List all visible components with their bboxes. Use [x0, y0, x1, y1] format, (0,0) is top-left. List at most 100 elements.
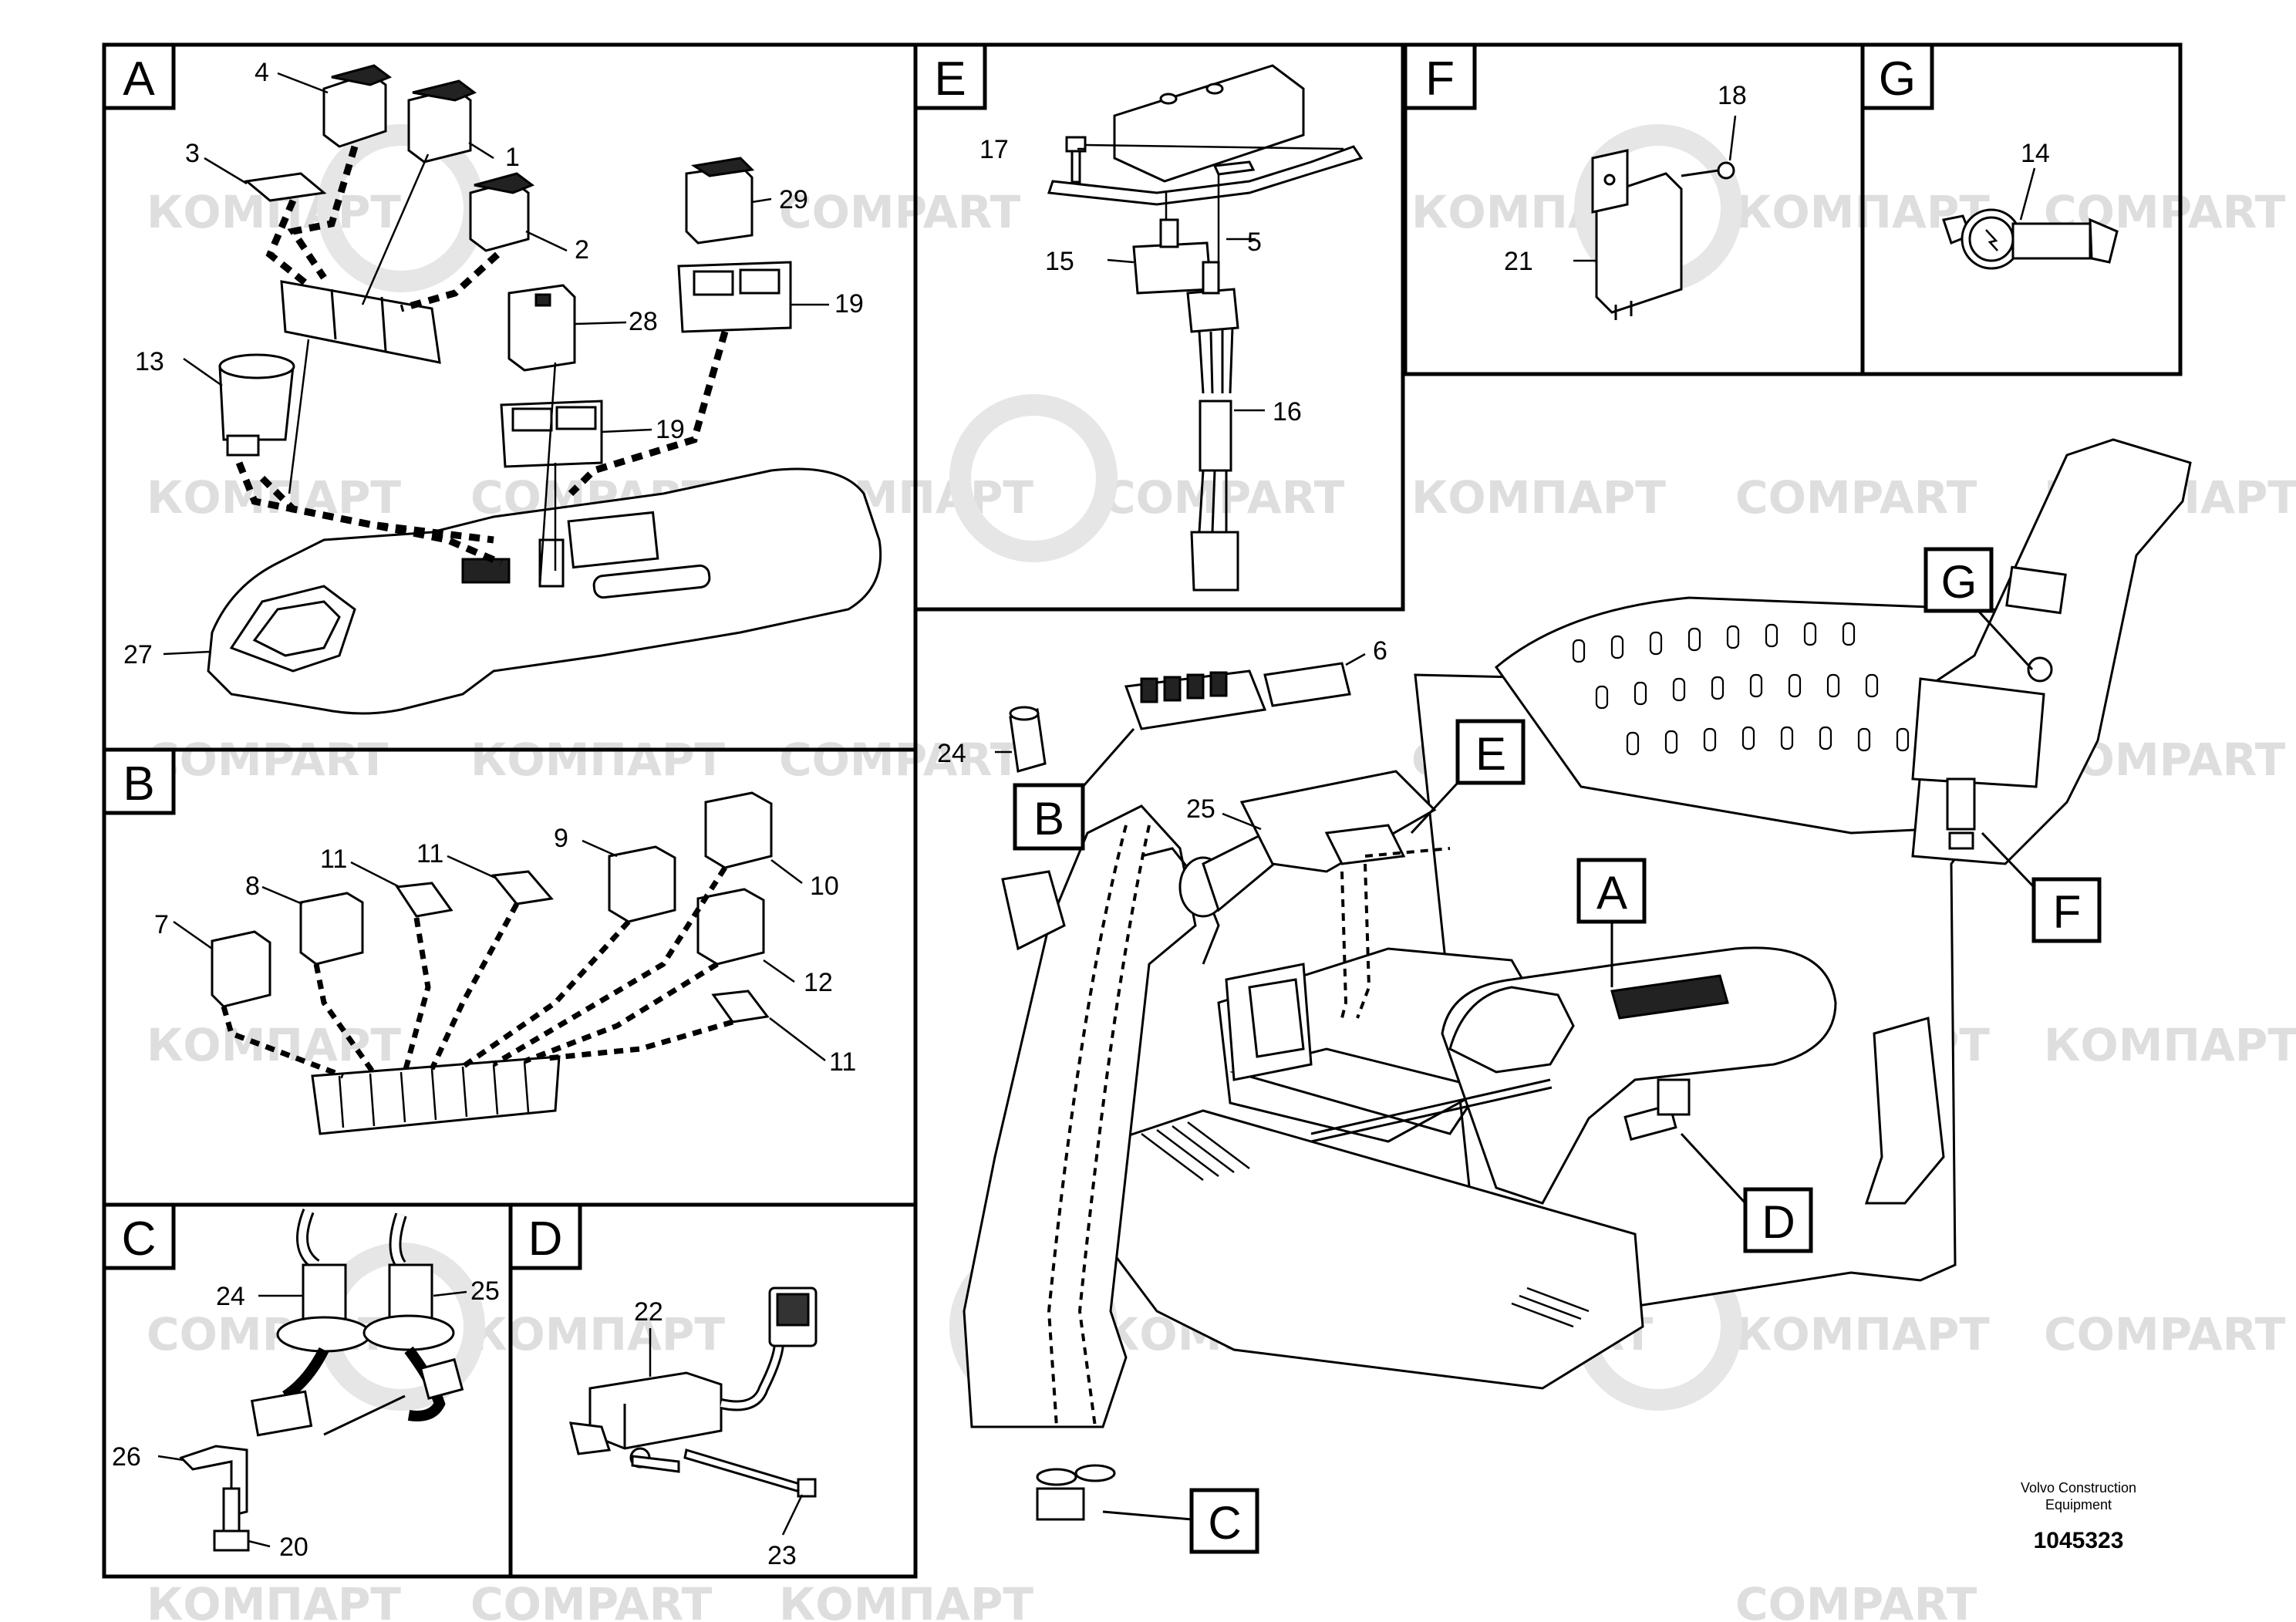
- watermark-text: COMPART: [147, 733, 389, 786]
- toggle-switch-16: [1186, 261, 1239, 592]
- part-label-11-mid: 11: [416, 839, 443, 868]
- panel-b-letter: B: [123, 757, 154, 811]
- watermark-text: КОМПАРТ: [147, 1019, 401, 1071]
- callout-f: F: [1981, 831, 2102, 943]
- panel-e-drawing: [1047, 64, 1364, 592]
- power-outlet-13: [218, 353, 295, 457]
- panel-e-tab: E: [913, 42, 987, 110]
- rocker-switch-9: [608, 845, 676, 923]
- part-label-15: 15: [1045, 247, 1074, 276]
- right-joystick-frame: [1864, 1017, 1945, 1205]
- part-label-28: 28: [629, 307, 658, 336]
- panel-b-tab: B: [102, 747, 176, 815]
- leader-lines: [157, 72, 2036, 1548]
- watermark-text: КОМПАРТ: [470, 733, 725, 786]
- part-label-11-right: 11: [829, 1047, 856, 1077]
- part-label-6: 6: [1373, 636, 1387, 666]
- rocker-switch-10: [704, 791, 773, 869]
- part-label-13: 13: [135, 347, 164, 376]
- main-view-drawing: [963, 438, 2192, 1521]
- part-label-17: 17: [979, 135, 1009, 164]
- panel-e-frame: [913, 42, 1405, 612]
- drawing-number: 1045323: [2034, 1528, 2124, 1553]
- callout-g: G: [1923, 547, 2034, 671]
- part-label-14: 14: [2021, 139, 2050, 168]
- watermark-text: КОМПАРТ: [470, 1308, 725, 1361]
- rocker-switch-1: [407, 79, 477, 164]
- watermark-text: КОМПАРТ: [1735, 1308, 1990, 1361]
- part-label-24-panel: 24: [216, 1282, 245, 1311]
- watermark-text: КОМПАРТ: [1411, 471, 1666, 524]
- panel-c-tab: C: [102, 1202, 176, 1270]
- part-label-11-left: 11: [320, 845, 347, 874]
- screw-18: [1681, 161, 1735, 180]
- watermark-text: COMPART: [779, 186, 1021, 238]
- panel-f-letter: F: [1425, 52, 1455, 106]
- switch-panel: [280, 280, 441, 364]
- callout-b-letter: B: [1033, 793, 1064, 845]
- part-label-19-lower: 19: [656, 415, 685, 444]
- panel-g-letter: G: [1879, 52, 1916, 106]
- part-label-8: 8: [245, 872, 260, 901]
- drawing-footer: Volvo Construction Equipment 1045323: [2021, 1480, 2136, 1553]
- part-label-12: 12: [804, 968, 833, 997]
- callout-f-letter: F: [2053, 886, 2082, 938]
- flasher-relay-21: [1595, 172, 1683, 314]
- part-label-20: 20: [279, 1533, 308, 1562]
- panel-f-drawing: [1591, 149, 1735, 320]
- watermark-text: COMPART: [1103, 471, 1345, 524]
- callout-c: C: [1102, 1488, 1259, 1554]
- company-name-line1: Volvo Construction: [2021, 1480, 2136, 1496]
- watermark-text: COMPART: [1735, 471, 1977, 524]
- rocker-switch-28: [507, 284, 576, 372]
- watermark-text: КОМПАРТ: [779, 1578, 1033, 1622]
- screw-17: [1065, 136, 1087, 184]
- part-label-3: 3: [185, 139, 200, 168]
- rocker-switch-12: [696, 888, 765, 966]
- watermark-text: COMPART: [470, 1578, 713, 1622]
- panel-d-letter: D: [528, 1212, 563, 1266]
- part-label-10: 10: [810, 872, 839, 901]
- callout-e-letter: E: [1475, 728, 1506, 780]
- part-label-29: 29: [779, 185, 808, 214]
- cab-floor: [1109, 1109, 1644, 1390]
- relay-f-in-cab: [1946, 777, 1976, 850]
- watermark-text: COMPART: [779, 733, 1021, 786]
- watermark-text: КОМПАРТ: [147, 1578, 401, 1622]
- part-label-18: 18: [1718, 81, 1747, 110]
- rocker-switch-29: [685, 157, 755, 244]
- console-27: [207, 467, 882, 715]
- panel-letter-tabs: A B C D E F G: [102, 42, 1934, 1270]
- rocker-switch-4: [322, 64, 393, 148]
- part-label-25-panel: 25: [470, 1276, 500, 1306]
- panel-b-drawing: [211, 791, 773, 1135]
- hydraulic-lever: [1310, 1078, 1553, 1143]
- panel-frames: [102, 42, 2183, 1579]
- blank-cover-11-mid: [491, 870, 554, 905]
- panel-a-letter: A: [123, 52, 155, 106]
- front-pillar: [963, 804, 1197, 1428]
- panel-c-drawing: [179, 1209, 464, 1552]
- part-label-27: 27: [123, 640, 153, 669]
- panel-d-drawing: [569, 1286, 818, 1498]
- panel-c-letter: C: [122, 1212, 157, 1266]
- callout-d-letter: D: [1762, 1196, 1795, 1248]
- panel-d-tab: D: [508, 1202, 582, 1270]
- panel-e-letter: E: [934, 52, 966, 106]
- callout-a-letter: A: [1596, 867, 1627, 919]
- callout-g-letter: G: [1941, 556, 1977, 608]
- part-label-23: 23: [767, 1541, 797, 1570]
- part-label-4: 4: [255, 58, 269, 87]
- bolt-20: [213, 1487, 250, 1552]
- callout-b: B: [1013, 728, 1135, 851]
- part-label-22: 22: [634, 1297, 663, 1327]
- part-number-labels: 4 1 2 3 29 28 19 19 13 27 17 5 15 16 18 …: [112, 58, 2050, 1570]
- watermark-text: КОМПАРТ: [147, 471, 401, 524]
- panel-a-tab: A: [102, 42, 176, 110]
- blank-cover-11-right: [711, 990, 770, 1023]
- rocker-switch-2: [469, 172, 535, 252]
- part-label-2: 2: [575, 235, 589, 265]
- callout-a: A: [1576, 858, 1647, 987]
- watermark-text: КОМПАРТ: [2044, 1019, 2296, 1071]
